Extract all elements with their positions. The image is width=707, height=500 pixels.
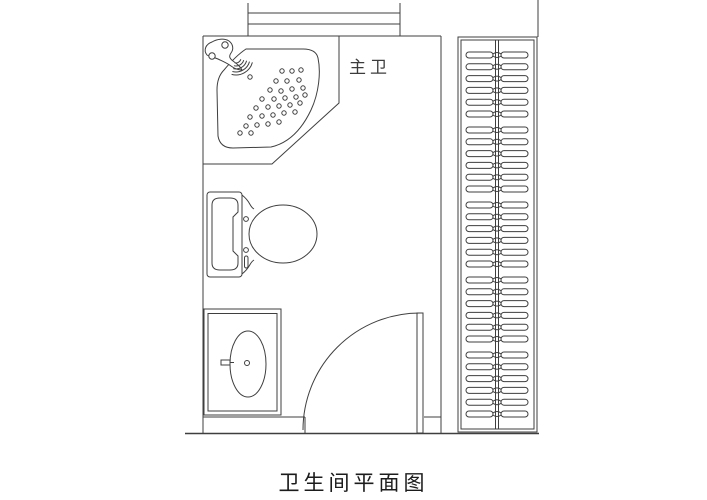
toilet-bowl xyxy=(249,205,317,263)
vanity-counter-inner xyxy=(208,314,277,412)
antislip-dots xyxy=(238,68,307,135)
sink-drain-icon xyxy=(245,361,250,366)
vanity-counter xyxy=(204,309,281,415)
sink-vanity xyxy=(204,309,281,415)
water-ripple-arcs xyxy=(232,59,253,75)
door-swing-arc xyxy=(303,313,420,430)
bathtub xyxy=(203,36,339,164)
bathtub-faucet xyxy=(205,39,242,70)
toilet-tank-inner xyxy=(212,198,238,270)
louver-slats xyxy=(466,52,528,417)
seat-hinge-icon xyxy=(244,217,249,222)
window-symbol xyxy=(248,3,400,36)
bathtub-platform-edge xyxy=(203,36,339,164)
door xyxy=(303,313,423,433)
seat-hinge-icon xyxy=(244,248,249,253)
toilet xyxy=(207,192,317,277)
sink-faucet xyxy=(221,360,230,365)
room-label: 主卫 xyxy=(349,58,391,77)
floor-plan-drawing xyxy=(0,0,707,460)
louver-panel xyxy=(458,37,537,432)
toilet-tank xyxy=(207,192,242,277)
flush-lever xyxy=(245,256,249,268)
faucet-handle-icon xyxy=(209,53,215,59)
room-walls xyxy=(185,0,539,434)
door-leaf xyxy=(417,313,423,433)
faucet-handle-icon xyxy=(222,42,228,48)
drawing-title: 卫生间平面图 xyxy=(278,472,429,495)
bathtub-basin-outline xyxy=(217,49,319,148)
